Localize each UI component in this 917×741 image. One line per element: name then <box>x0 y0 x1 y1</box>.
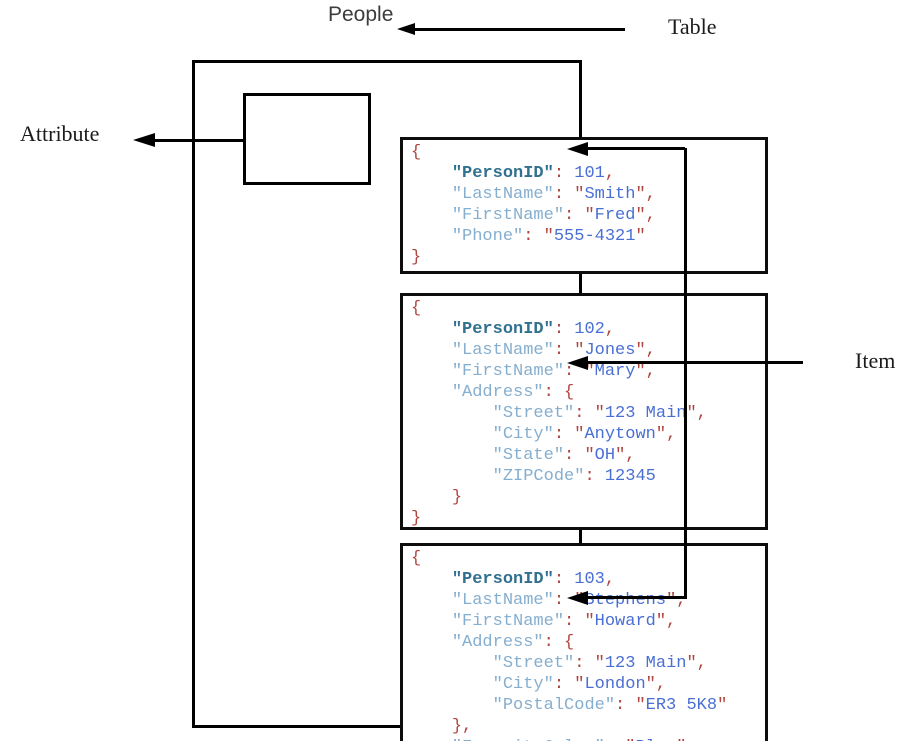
item-arrowhead-icon-3 <box>567 591 588 605</box>
item-box-3: { "PersonID": 103, "LastName": "Stephens… <box>400 543 768 741</box>
table-arrow-line <box>413 28 625 31</box>
table-title: People <box>328 3 394 26</box>
attribute-label: Attribute <box>20 121 100 146</box>
table-arrowhead-icon <box>397 23 415 35</box>
item-arrow-line-3 <box>585 596 685 599</box>
item-arrow-line-2 <box>585 361 803 364</box>
item-arrowhead-icon-1 <box>567 142 588 156</box>
item-json-3: { "PersonID": 103, "LastName": "Stephens… <box>411 549 728 741</box>
item-label: Item <box>855 348 896 373</box>
item-json-1: { "PersonID": 101, "LastName": "Smith", … <box>411 143 656 267</box>
attribute-arrowhead-icon <box>133 133 155 147</box>
table-box: { "PersonID": 101, "LastName": "Smith", … <box>192 60 768 741</box>
item-arrow-line-1 <box>585 147 685 150</box>
item-box-1: { "PersonID": 101, "LastName": "Smith", … <box>400 137 768 274</box>
item-box-2: { "PersonID": 102, "LastName": "Jones", … <box>400 293 768 530</box>
item-connector-line <box>684 148 687 599</box>
item-json-2: { "PersonID": 102, "LastName": "Jones", … <box>411 299 707 528</box>
table-label: Table <box>668 14 717 39</box>
attribute-highlight-box <box>243 93 371 185</box>
attribute-arrow-line <box>153 139 245 142</box>
item-arrowhead-icon-2 <box>567 356 588 370</box>
